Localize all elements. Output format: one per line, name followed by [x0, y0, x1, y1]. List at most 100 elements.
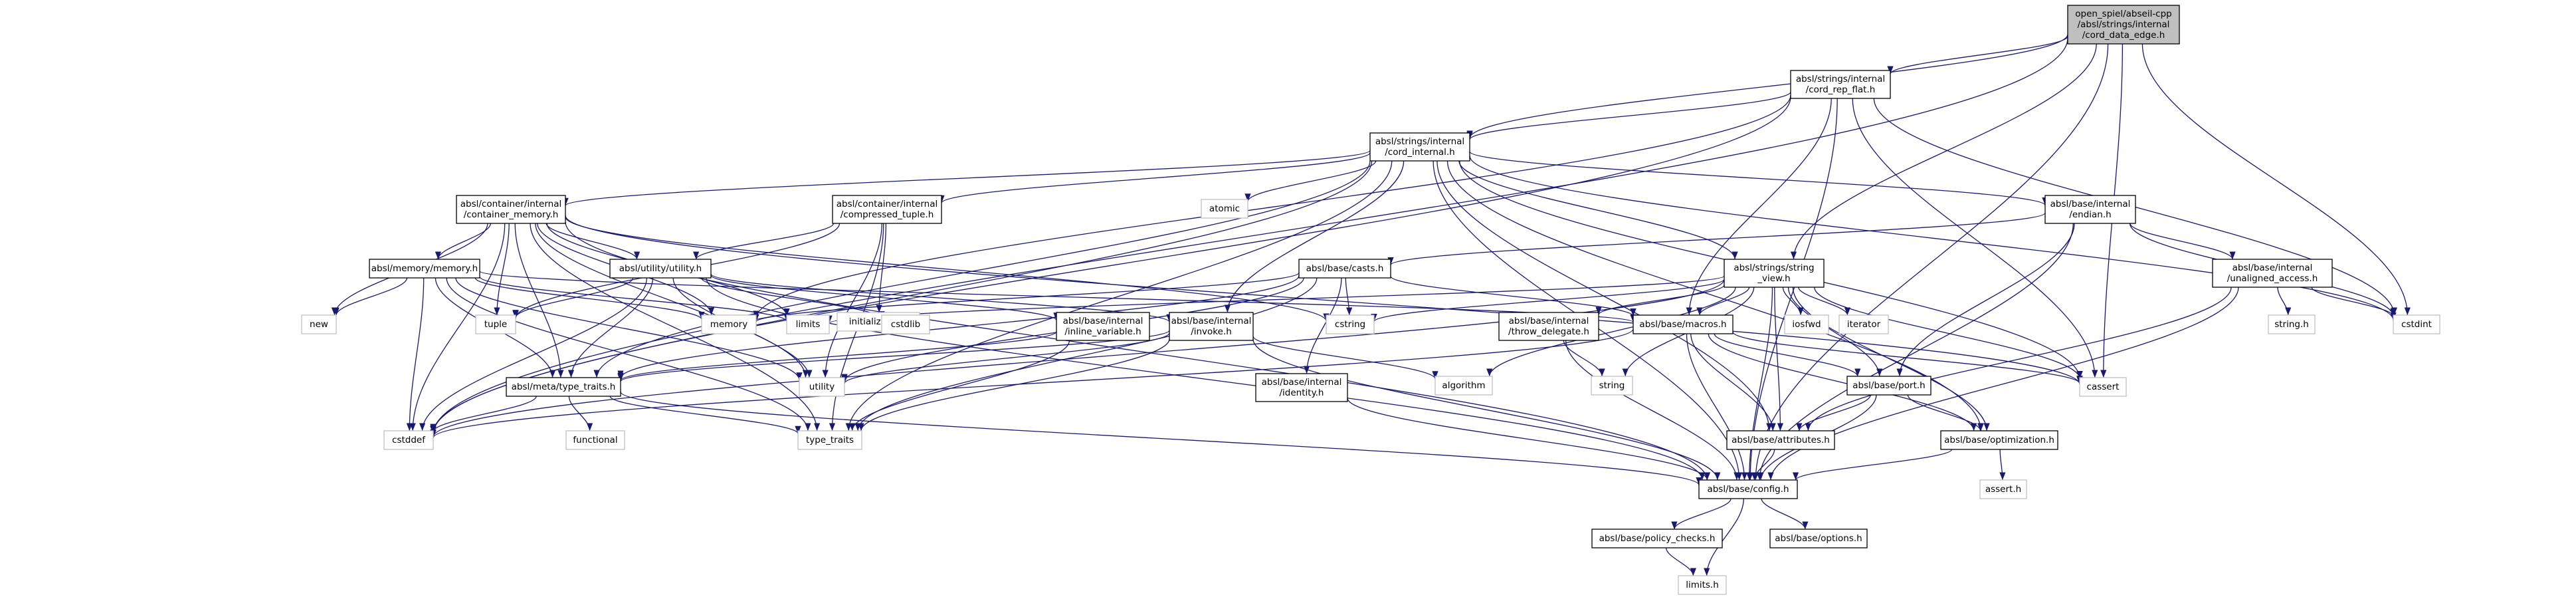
- node-port[interactable]: absl/base/port.h: [1846, 376, 1932, 396]
- node-label-line: /endian.h: [2069, 209, 2111, 220]
- edge-macros-to-cassert: [1732, 331, 2083, 384]
- edge-string_view-to-iosfwd: [1782, 287, 1804, 316]
- node-memory-h[interactable]: absl/memory/memory.h: [369, 259, 480, 279]
- node-memory: memory: [701, 314, 757, 334]
- node-label-line: absl/base/internal: [1262, 377, 1342, 388]
- edge-container_memory-to-cstddef: [409, 223, 506, 431]
- node-invoke[interactable]: absl/base/internal/invoke.h: [1169, 312, 1254, 341]
- node-optimization[interactable]: absl/base/optimization.h: [1940, 430, 2058, 450]
- node-options[interactable]: absl/base/options.h: [1769, 529, 1868, 548]
- edge-config-to-options: [1761, 498, 1809, 530]
- node-cstring: cstring: [1326, 314, 1375, 334]
- node-endian[interactable]: absl/base/internal/endian.h: [2044, 195, 2136, 224]
- edge-port-to-attributes: [1796, 394, 1871, 431]
- edge-macros-to-port: [1714, 333, 1861, 377]
- node-root[interactable]: open_spiel/abseil-cpp/absl/strings/inter…: [2067, 5, 2180, 45]
- edge-root-to-cstddef: [430, 38, 2068, 435]
- node-type-traits: type_traits: [797, 430, 862, 450]
- node-policy-checks[interactable]: absl/base/policy_checks.h: [1591, 529, 1723, 548]
- edge-cord_internal-to-container_memory: [562, 150, 1371, 206]
- node-string-h: string.h: [2268, 314, 2316, 334]
- edge-unaligned_access-to-attributes: [1805, 287, 2232, 431]
- edge-throw_delegate-to-string: [1563, 340, 1605, 377]
- node-label-line: absl/base/policy_checks.h: [1599, 533, 1716, 544]
- edge-container_memory-to-memory_h: [435, 223, 491, 260]
- edge-container_memory-to-type_traits: [530, 223, 821, 431]
- node-label-line: /cord_data_edge.h: [2082, 30, 2165, 41]
- node-box: [1298, 259, 1391, 279]
- node-unaligned-access[interactable]: absl/base/internal/unaligned_access.h: [2212, 259, 2333, 288]
- node-macros[interactable]: absl/base/macros.h: [1633, 314, 1734, 334]
- node-box: [369, 259, 480, 279]
- node-compressed-tuple[interactable]: absl/container/internal/compressed_tuple…: [832, 195, 942, 224]
- node-atomic: atomic: [1201, 199, 1248, 219]
- node-label-line: /invoke.h: [1191, 326, 1232, 337]
- node-container-memory[interactable]: absl/container/internal/container_memory…: [456, 195, 566, 224]
- edge-endian-to-port: [1896, 223, 2075, 377]
- node-type-traits-h[interactable]: absl/meta/type_traits.h: [506, 377, 621, 397]
- node-identity[interactable]: absl/base/internal/identity.h: [1255, 373, 1348, 402]
- edge-memory_h-to-limits: [479, 276, 790, 322]
- node-label-line: _view.h: [1757, 273, 1790, 284]
- node-iosfwd: iosfwd: [1784, 314, 1829, 334]
- node-label-line: cstdint: [2401, 319, 2432, 330]
- node-label-line: iterator: [1847, 319, 1881, 330]
- node-box: [797, 430, 862, 450]
- node-attributes[interactable]: absl/base/attributes.h: [1726, 430, 1835, 450]
- edge-compressed_tuple-to-utility: [822, 223, 882, 378]
- node-label-line: new: [310, 319, 328, 330]
- node-label-line: algorithm: [1442, 380, 1485, 391]
- edge-invoke-to-config: [1252, 339, 1721, 481]
- node-cstddef: cstddef: [383, 430, 434, 450]
- node-box: [1724, 259, 1825, 288]
- node-box: [2393, 314, 2440, 334]
- edge-casts-to-type_traits: [854, 277, 1318, 431]
- edge-cord_internal-to-cstdint: [1469, 156, 2397, 320]
- edge-casts-to-identity: [1303, 277, 1342, 374]
- node-cord-internal[interactable]: absl/strings/internal/cord_internal.h: [1369, 132, 1470, 162]
- node-limits: limits: [786, 314, 830, 334]
- node-box: [475, 314, 516, 334]
- edge-macros-to-attributes: [1690, 333, 1776, 431]
- edge-utility_h-to-config: [706, 277, 1706, 481]
- node-label-line: iosfwd: [1792, 319, 1821, 330]
- node-cord-rep-flat[interactable]: absl/strings/internal/cord_rep_flat.h: [1790, 70, 1891, 99]
- node-casts[interactable]: absl/base/casts.h: [1298, 259, 1391, 279]
- node-utility-h[interactable]: absl/utility/utility.h: [609, 259, 712, 279]
- node-iterator: iterator: [1838, 314, 1889, 334]
- edge-cord_rep_flat-to-cord_internal: [1466, 91, 1791, 140]
- node-label-line: /cord_internal.h: [1385, 147, 1455, 158]
- edge-cord_internal-to-type_traits_h: [593, 160, 1371, 378]
- node-inline-variable[interactable]: absl/base/internal/inline_variable.h: [1056, 312, 1150, 341]
- dependency-edges: [331, 34, 2411, 576]
- node-box: [1678, 575, 1727, 595]
- edge-cord_rep_flat-to-config: [1747, 98, 1838, 481]
- edge-string_view-to-throw_delegate: [1595, 285, 1725, 315]
- node-label-line: memory: [710, 319, 747, 330]
- edge-root-to-string_view: [1790, 43, 2097, 260]
- node-box: [1633, 314, 1734, 334]
- edge-memory_h-to-cstddef: [406, 277, 425, 431]
- node-label-line: /inline_variable.h: [1064, 326, 1141, 337]
- edge-cord_rep_flat-to-memory: [753, 95, 1791, 319]
- edge-type_traits_h-to-type_traits: [609, 396, 801, 434]
- edge-container_memory-to-tuple: [494, 223, 510, 316]
- node-config[interactable]: absl/base/config.h: [1698, 479, 1798, 499]
- edge-utility_h-to-cstddef: [419, 277, 648, 431]
- node-throw-delegate[interactable]: absl/base/internal/throw_delegate.h: [1498, 312, 1599, 341]
- node-box: [506, 377, 621, 397]
- node-label-line: string.h: [2274, 319, 2309, 330]
- node-label-line: /absl/strings/internal: [2078, 19, 2170, 30]
- edge-casts-to-cstring: [1345, 277, 1353, 316]
- node-label-line: atomic: [1209, 203, 1240, 214]
- node-label-line: absl/base/optimization.h: [1944, 435, 2054, 445]
- node-box: [456, 195, 566, 224]
- node-label-line: absl/base/casts.h: [1306, 263, 1384, 274]
- node-box: [1790, 70, 1891, 99]
- edge-string_view-to-macros: [1696, 287, 1750, 316]
- node-box: [1255, 373, 1348, 402]
- node-label-line: cstdlib: [891, 319, 920, 330]
- node-string-view[interactable]: absl/strings/string_view.h: [1724, 259, 1825, 288]
- node-tuple: tuple: [475, 314, 516, 334]
